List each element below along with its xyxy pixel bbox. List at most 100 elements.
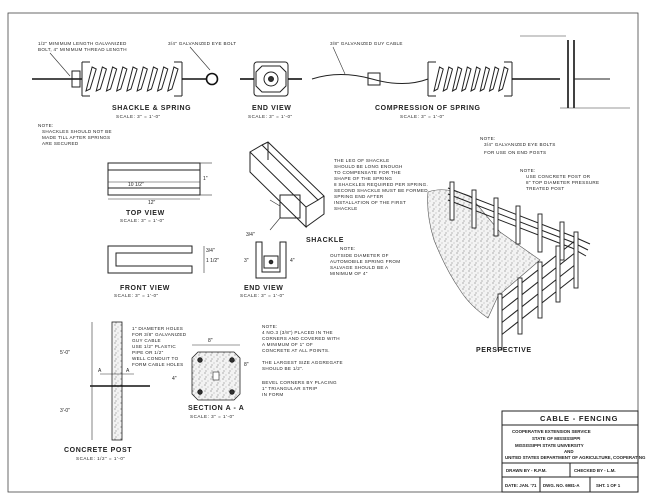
perspective-detail: PERSPECTIVE — [427, 181, 591, 354]
spring-coil — [136, 66, 148, 92]
shackle-note-3: SHAPE OF THE SPRING — [334, 176, 392, 181]
note-spring-3: SALVAGE SHOULD BE A — [330, 265, 389, 270]
section-scale: SCALE: 3" = 1'-0" — [190, 414, 235, 419]
shackle-note-2: TO COMPENSATE FOR THE — [334, 170, 401, 175]
fence-post — [537, 213, 543, 253]
spring-coil — [488, 66, 500, 92]
shackle-spring-scale: SCALE: 3" = 1'-0" — [116, 114, 161, 119]
sheet-border — [7, 12, 639, 493]
concrete-post-detail: 5'-0" 3'-0" A A 1" DIAMETER HOLES FOR 3/… — [60, 321, 187, 461]
top-view-scale: SCALE: 3" = 1'-0" — [120, 218, 165, 223]
spring-coil — [167, 66, 179, 92]
note-d-4: CONCRETE AT ALL POINTS. — [262, 348, 330, 353]
end-dim-1: 3" — [244, 258, 249, 264]
spring-coil — [442, 66, 454, 92]
fence-post — [517, 277, 523, 335]
shackle-isometric: SHACKLE — [249, 141, 344, 244]
bolt-note-line-1: 1/2" MINIMUM LENGTH GALVANIZED — [38, 41, 127, 46]
post-dim-0: 5'-0" — [60, 350, 70, 356]
front-view-scale: SCALE: 3" = 1'-0" — [114, 293, 159, 298]
note-concrete: NOTE: 4 NO.3 (3/8") PLACED IN THE CORNER… — [262, 324, 343, 397]
section-a-a: 8" 4" 8" SECTION A - A SCALE: 3" = 1'-0" — [172, 338, 249, 419]
shackle-spring-detail: 1/2" MINIMUM LENGTH GALVANIZED BOLT, 4" … — [32, 41, 236, 119]
front-view-title: FRONT VIEW — [120, 285, 170, 292]
title-block-org-1: STATE OF MISSISSIPPI — [532, 436, 580, 441]
note-a-line-0: NOTE: — [38, 123, 54, 128]
shackle-note: THE LEG OF SHACKLE SHOULD BE LONG ENOUGH… — [334, 158, 428, 211]
fence-post — [537, 261, 543, 319]
section-dim-1: 4" — [172, 376, 177, 382]
post-mark-a-1: A — [98, 368, 102, 374]
fence-post — [559, 221, 565, 261]
title-block-org-0: COOPERATIVE EXTENSION SERVICE — [512, 429, 591, 434]
shackle-note-7: INSTALLATION OF THE FIRST — [334, 200, 406, 205]
shackle-note-1: SHOULD BE LONG ENOUGH — [334, 164, 403, 169]
fence-post — [449, 181, 455, 221]
spring-coil — [105, 66, 118, 92]
note-a-line-1: SHACKLES SHOULD NOT BE — [42, 129, 112, 134]
post-holes-1: FOR 3/8" GALVANIZED — [132, 332, 187, 337]
top-view-dim-10: 10 1/2" — [128, 182, 144, 188]
note-spring-2: AUTOMOBILE SPRING FROM — [330, 259, 400, 264]
shackle-note-6: SPRING END AFTER — [334, 194, 384, 199]
shackle-note-8: SHACKLE — [334, 206, 358, 211]
title-block-org-4: UNITED STATES DEPARTMENT OF AGRICULTURE,… — [505, 455, 646, 460]
note-a-line-3: ARE SECURED — [42, 141, 79, 146]
title-block-drawn-by: DRAWN BY - R.P.M. — [506, 468, 547, 473]
end-view-title: END VIEW — [252, 105, 291, 112]
guy-cable-label: 3/8" GALVANIZED GUY CABLE — [330, 41, 403, 46]
spring-coil — [451, 66, 463, 92]
compression-scale: SCALE: 3" = 1'-0" — [400, 114, 445, 119]
note-d-5: THE LARGEST SIZE AGGREGATE — [262, 360, 343, 365]
shackle-note-4: 8 SHACKLES REQUIRED PER SPRING. — [334, 182, 428, 187]
note-d-2: CORNERS AND COVERED WITH — [262, 336, 340, 341]
note-spring-1: OUTSIDE DIAMETER OF — [330, 253, 389, 258]
fence-post — [471, 189, 477, 229]
end-view-2-title: END VIEW — [244, 285, 283, 292]
title-block-org-3: AND — [564, 449, 574, 454]
post-holes-0: 1" DIAMETER HOLES — [132, 326, 183, 331]
perspective-title: PERSPECTIVE — [476, 347, 532, 354]
end-dim-0: 3/4" — [246, 232, 255, 238]
note-b-line-1: 3/4" GALVANIZED EYE BOLTS — [484, 142, 556, 147]
concrete-post-scale: SCALE: 1/2" = 1'-0" — [76, 456, 126, 461]
note-d-9: IN FORM — [262, 392, 284, 397]
shackle-spring-title: SHACKLE & SPRING — [112, 105, 191, 112]
note-b-line-2: FOR USE ON END POSTS — [484, 150, 546, 155]
spring-coil — [115, 66, 128, 92]
post-holes-6: FORM CABLE HOLES — [132, 362, 184, 367]
post-holes-2: GUY CABLE — [132, 338, 161, 343]
note-spring-0: NOTE: — [340, 246, 356, 251]
note-d-3: A MINIMUM OF 1" OF — [262, 342, 313, 347]
fence-post — [497, 293, 503, 351]
top-view-detail: 10 1/2" 12" 1" TOP VIEW SCALE: 3" = 1'-0… — [107, 162, 212, 223]
note-d-1: 4 NO.3 (3/8") PLACED IN THE — [262, 330, 333, 335]
note-c-line-0: NOTE: — [520, 168, 536, 173]
title-block-title: CABLE - FENCING — [540, 414, 618, 423]
spring-coil — [433, 66, 444, 92]
note-d-7: BEVEL CORNERS BY PLACING — [262, 380, 337, 385]
end-view-scale: SCALE: 3" = 1'-0" — [248, 114, 293, 119]
spring-coil — [156, 66, 169, 92]
shackle-note-0: THE LEG OF SHACKLE — [334, 158, 389, 163]
post-holes-3: USE 1/2" PLASTIC — [132, 344, 176, 349]
end-view-2-scale: SCALE: 3" = 1'-0" — [240, 293, 285, 298]
front-view-detail: 3/4" 1 1/2" FRONT VIEW SCALE: 3" = 1'-0" — [107, 245, 219, 298]
end-view-top: END VIEW SCALE: 3" = 1'-0" — [240, 61, 302, 119]
title-block-sheet: SHT. 1 OF 1 — [596, 483, 621, 488]
compression-detail: 3/8" GALVANIZED GUY CABLE COMPRESSION OF… — [311, 35, 630, 119]
spring-coil — [95, 66, 108, 92]
spring-coil — [470, 66, 481, 92]
section-dim-2: 8" — [244, 362, 249, 368]
eye-bolt-label: 3/4" GALVANIZED EYE BOLT — [168, 41, 236, 46]
note-d-8: 1" TRIANGULAR STRIP — [262, 386, 318, 391]
section-dim-0: 8" — [208, 338, 213, 344]
post-holes-4: PIPE OR 1/2" — [132, 350, 164, 355]
shackle-title: SHACKLE — [306, 237, 344, 244]
compression-title: COMPRESSION OF SPRING — [375, 105, 481, 112]
top-view-dim-12: 12" — [148, 200, 156, 206]
note-spring-diameter: NOTE: OUTSIDE DIAMETER OF AUTOMOBILE SPR… — [330, 246, 400, 276]
note-a-line-2: MADE TILL AFTER SPRINGS — [42, 135, 110, 140]
fence-post — [573, 231, 579, 289]
